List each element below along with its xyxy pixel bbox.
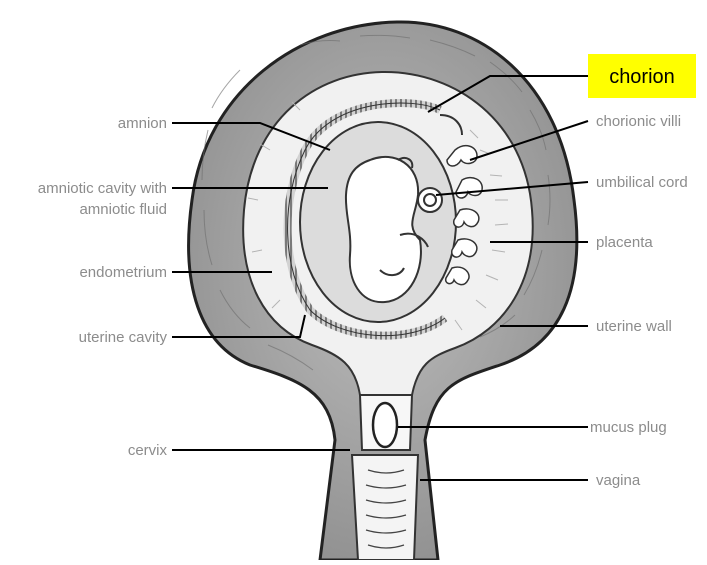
vagina-shape bbox=[352, 455, 418, 560]
label-amniotic-cavity-line2: amniotic fluid bbox=[79, 201, 167, 218]
mucus-plug bbox=[373, 403, 397, 447]
label-cervix: cervix bbox=[128, 442, 168, 459]
label-uterine-wall: uterine wall bbox=[596, 318, 672, 335]
label-endometrium: endometrium bbox=[79, 264, 167, 281]
label-placenta: placenta bbox=[596, 234, 653, 251]
label-mucus-plug: mucus plug bbox=[590, 419, 667, 436]
label-chorionic-villi: chorionic villi bbox=[596, 113, 681, 130]
label-chorion: chorion bbox=[609, 66, 675, 88]
label-amnion: amnion bbox=[118, 115, 167, 132]
label-vagina: vagina bbox=[596, 472, 641, 489]
label-umbilical-cord: umbilical cord bbox=[596, 174, 688, 191]
label-amniotic-cavity-line1: amniotic cavity with bbox=[38, 180, 167, 197]
label-uterine-cavity: uterine cavity bbox=[79, 329, 168, 346]
